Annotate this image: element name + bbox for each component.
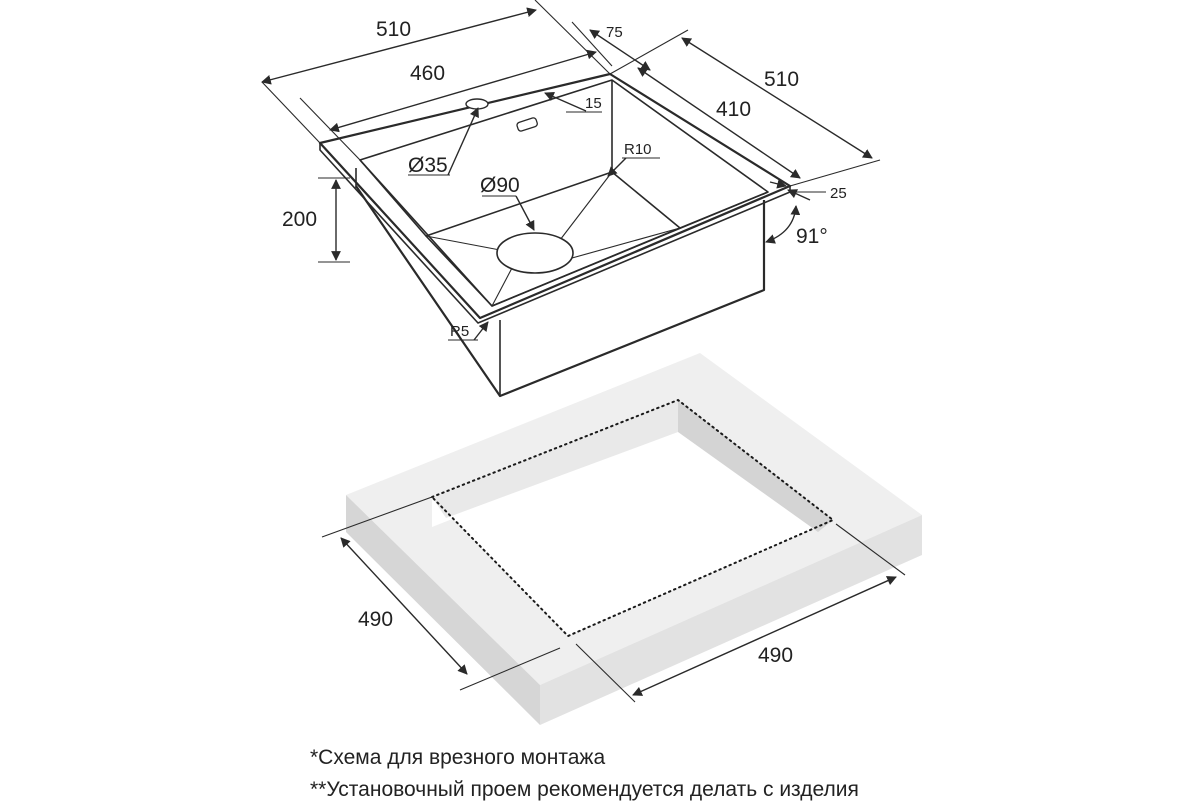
dim-sink-width-inner: 460 <box>299 49 597 161</box>
dim-height: 200 <box>282 177 350 263</box>
dim-height-label: 200 <box>282 208 317 231</box>
sink <box>318 72 792 398</box>
dim-drain-label: Ø90 <box>480 174 520 197</box>
dim-sink-width-inner-label: 460 <box>410 62 445 85</box>
dim-radius-inner-label: R10 <box>624 141 652 158</box>
dim-cutout-depth-label: 490 <box>358 608 393 631</box>
dim-sink-width-outer: 510 <box>261 0 611 144</box>
overflow-slot <box>516 117 538 132</box>
dim-drain: Ø90 <box>480 174 535 231</box>
footnotes: *Схема для врезного монтажа **Установочн… <box>310 742 859 806</box>
dim-sink-depth-inner: 410 <box>637 67 801 179</box>
dim-flange-side: 25 <box>769 179 847 202</box>
dim-tap-hole: Ø35 <box>408 107 479 177</box>
dim-radius-bottom: R5 <box>448 321 489 341</box>
dim-sink-width-outer-label: 510 <box>376 18 411 41</box>
dim-tap-hole-label: Ø35 <box>408 154 448 177</box>
dim-flange-back: 75 <box>571 21 651 71</box>
dim-radius-inner: R10 <box>607 141 660 177</box>
footnote-mounting: *Схема для врезного монтажа <box>310 746 606 769</box>
dim-cutout-depth: 490 <box>321 496 561 691</box>
dim-radius-bottom-label: R5 <box>450 323 469 340</box>
countertop <box>346 353 922 725</box>
cutout-dotted-outline <box>431 398 835 638</box>
cutout-inner-back <box>432 400 678 518</box>
dim-sink-depth-outer-label: 510 <box>764 68 799 91</box>
tap-hole <box>465 98 489 110</box>
footnote-cutout: **Установочный проем рекомендуется делат… <box>310 778 859 801</box>
cutout-inner-right <box>678 400 833 532</box>
dim-flange-side-label: 25 <box>830 185 847 202</box>
dim-flange-back-label: 75 <box>606 24 623 41</box>
dim-overflow-offset: 15 <box>544 92 602 113</box>
dim-overflow-offset-label: 15 <box>585 95 602 112</box>
dim-wall-angle-label: 91° <box>796 225 828 248</box>
drain-hole <box>496 232 574 274</box>
dim-wall-angle: 91° <box>765 205 828 248</box>
dim-cutout-width-label: 490 <box>758 644 793 667</box>
dim-cutout-width: 490 <box>575 523 906 703</box>
dim-sink-depth-inner-label: 410 <box>716 98 751 121</box>
